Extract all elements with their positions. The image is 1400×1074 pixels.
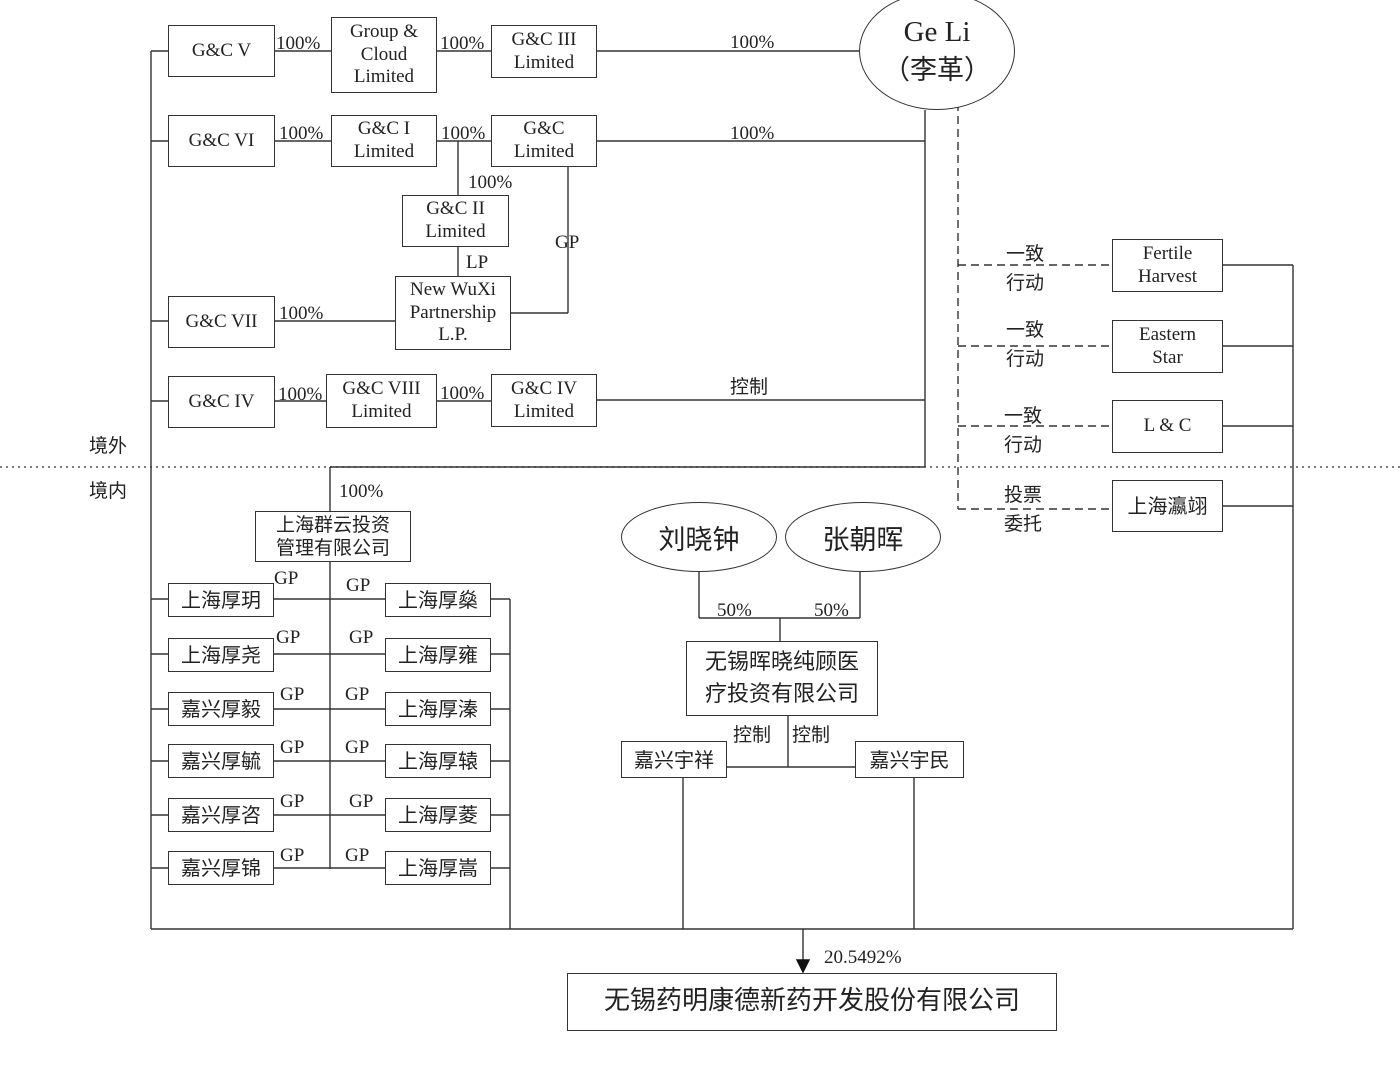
fund-box: 嘉兴厚毓 <box>168 744 274 778</box>
vote-entrust-label: 投票 委托 <box>1004 484 1043 535</box>
gc-iv-box: G&C IV <box>168 376 275 428</box>
fund-box: 上海厚玥 <box>168 583 274 617</box>
lc-box: L & C <box>1112 400 1223 453</box>
concert-label: 一致 行动 <box>1006 319 1045 370</box>
gp-label: GP <box>345 737 370 758</box>
gp-label: GP <box>274 568 299 589</box>
gp-label: GP <box>280 684 305 705</box>
geli-node: Ge Li （李革） <box>859 0 1015 110</box>
pct-label: 100% <box>468 172 513 193</box>
jiaxing-yumin-box: 嘉兴宇民 <box>855 741 964 778</box>
pct-label: 50% <box>717 600 752 621</box>
shanghai-qunyun-box: 上海群云投资 管理有限公司 <box>255 511 411 562</box>
fund-box: 上海厚嵩 <box>385 851 491 885</box>
pct-label: 50% <box>814 600 849 621</box>
pct-label: 100% <box>440 33 485 54</box>
liu-xiaozhong-node: 刘晓钟 <box>621 502 777 572</box>
wuxi-apptec-box: 无锡药明康德新药开发股份有限公司 <box>567 973 1057 1031</box>
gc-viii-box: G&C VIII Limited <box>326 374 437 428</box>
gc-v-box: G&C V <box>168 25 275 77</box>
pct-label: 100% <box>279 123 324 144</box>
gp-label: GP <box>349 791 374 812</box>
gp-label: GP <box>280 845 305 866</box>
pct-label: 100% <box>730 32 775 53</box>
gc-iii-box: G&C III Limited <box>491 25 597 78</box>
gp-label: GP <box>345 845 370 866</box>
pct-label: 100% <box>278 384 323 405</box>
final-pct-label: 20.5492% <box>824 947 902 968</box>
arrow-head <box>795 959 811 974</box>
geli-name: Ge Li <box>903 15 971 48</box>
fund-box: 上海厚尧 <box>168 638 274 672</box>
gp-label: GP <box>349 627 374 648</box>
gp-label: GP <box>280 791 305 812</box>
gp-label: GP <box>555 232 580 253</box>
concert-label: 一致 行动 <box>1004 405 1043 456</box>
fund-box: 嘉兴厚锦 <box>168 851 274 885</box>
fund-box: 上海厚辕 <box>385 744 491 778</box>
region-overseas-label: 境外 <box>89 435 128 457</box>
gc-limited-box: G&C Limited <box>491 115 597 167</box>
shanghai-yingyi-box: 上海瀛翊 <box>1112 480 1223 532</box>
pct-label: 100% <box>730 123 775 144</box>
pct-label: 100% <box>440 383 485 404</box>
gp-label: GP <box>276 627 301 648</box>
zhang-zhaohui-node: 张朝晖 <box>785 502 941 572</box>
concert-label: 一致 行动 <box>1006 243 1045 294</box>
region-domestic-label: 境内 <box>89 480 128 502</box>
new-wuxi-partnership-box: New WuXi Partnership L.P. <box>395 276 511 350</box>
fertile-harvest-box: Fertile Harvest <box>1112 239 1223 292</box>
control-label: 控制 <box>792 724 831 746</box>
gp-label: GP <box>346 575 371 596</box>
pct-label: 100% <box>279 303 324 324</box>
control-label: 控制 <box>733 724 772 746</box>
fund-box: 上海厚溱 <box>385 692 491 726</box>
lp-label: LP <box>466 252 489 273</box>
gc-i-box: G&C I Limited <box>331 115 437 167</box>
gp-label: GP <box>280 737 305 758</box>
fund-box: 嘉兴厚毅 <box>168 692 274 726</box>
wuxi-huixiaochun-box: 无锡晖晓纯顾医 疗投资有限公司 <box>686 641 878 716</box>
pct-label: 100% <box>276 33 321 54</box>
group-cloud-box: Group & Cloud Limited <box>331 17 437 93</box>
eastern-star-box: Eastern Star <box>1112 320 1223 373</box>
fund-box: 嘉兴厚咨 <box>168 798 274 832</box>
gc-vi-box: G&C VI <box>168 115 275 167</box>
gp-label: GP <box>345 684 370 705</box>
fund-box: 上海厚雍 <box>385 638 491 672</box>
control-label: 控制 <box>730 376 769 398</box>
gc-iv-limited-box: G&C IV Limited <box>491 374 597 427</box>
gc-ii-box: G&C II Limited <box>402 195 509 247</box>
gc-vii-box: G&C VII <box>168 296 275 348</box>
fund-box: 上海厚燊 <box>385 583 491 617</box>
jiaxing-yuxiang-box: 嘉兴宇祥 <box>621 741 727 778</box>
pct-label: 100% <box>441 123 486 144</box>
pct-label: 100% <box>339 481 384 502</box>
fund-box: 上海厚菱 <box>385 798 491 832</box>
geli-chinese-name: （李革） <box>883 55 991 87</box>
